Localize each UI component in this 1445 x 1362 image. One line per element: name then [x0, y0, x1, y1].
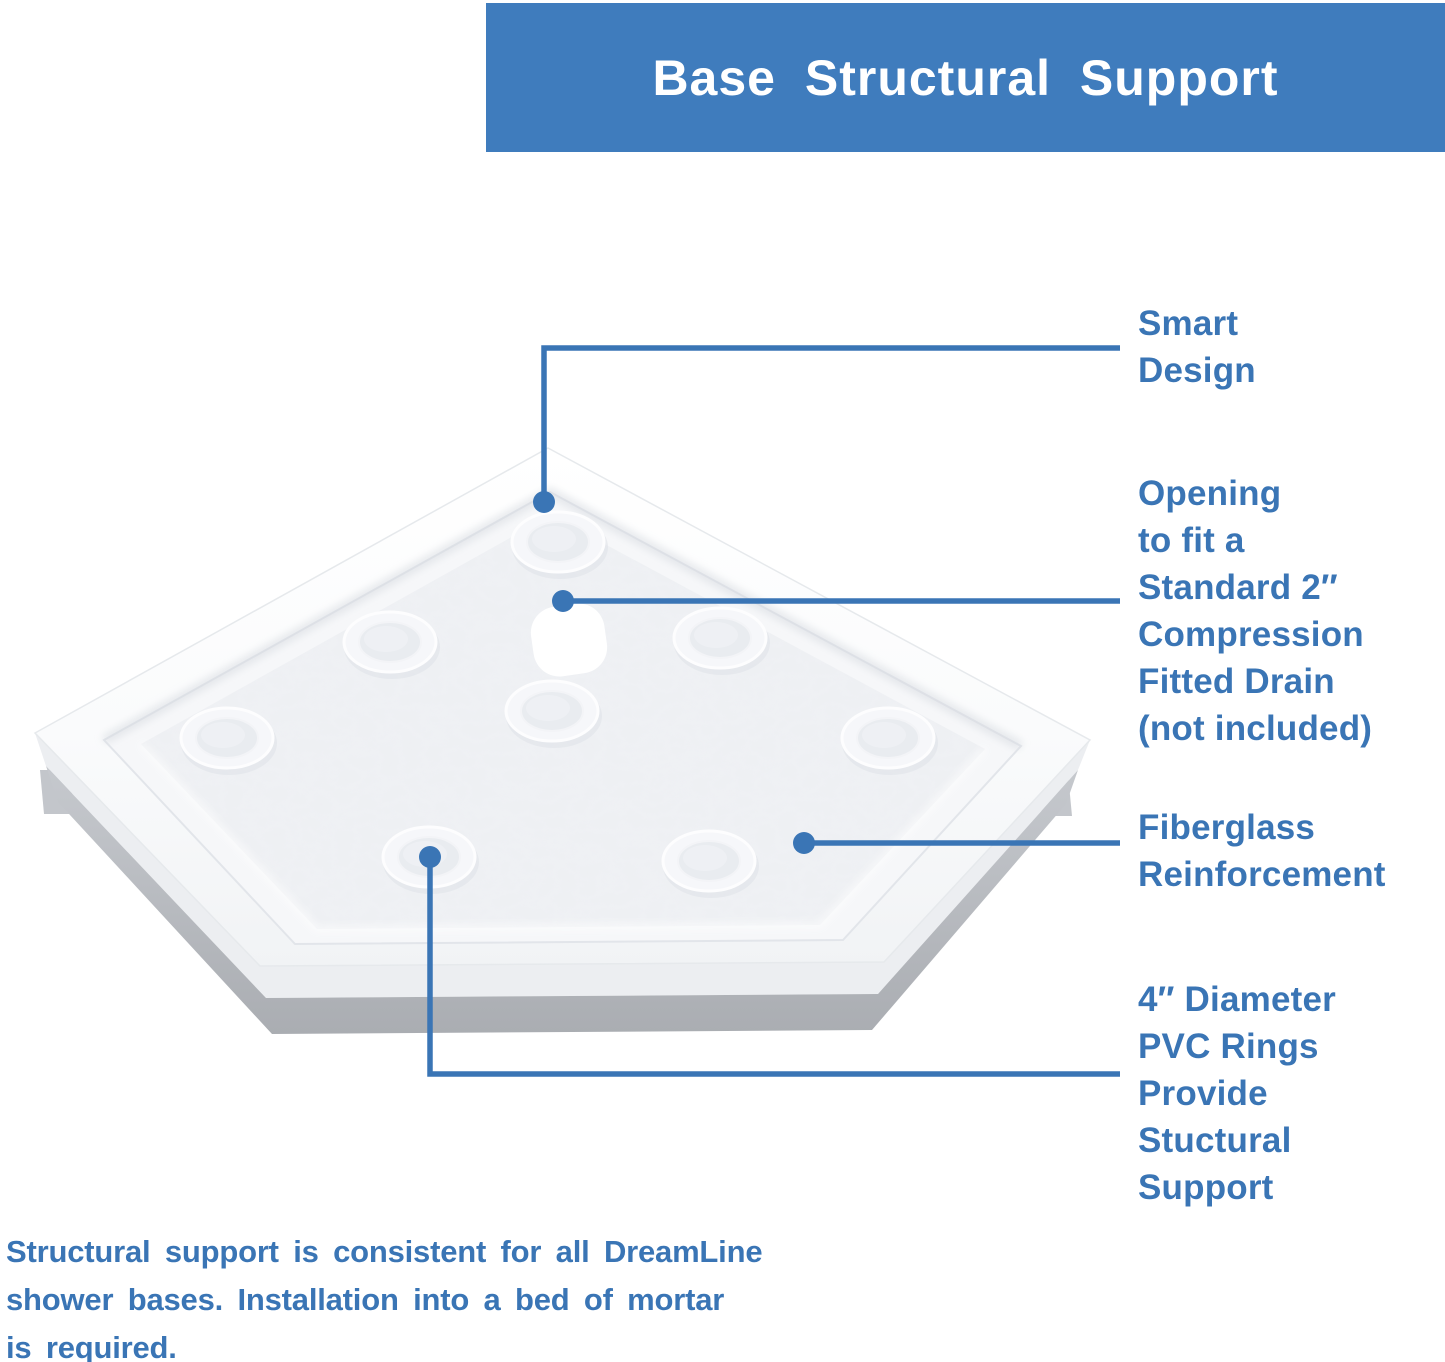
page-title: Base Structural Support [652, 49, 1279, 106]
callout-pvc-rings-label: 4″ Diameter PVC Rings Provide Stuctural … [1138, 976, 1336, 1211]
footer-note: Structural support is consistent for all… [6, 1228, 763, 1362]
label-line: Fitted Drain [1138, 662, 1335, 701]
smart-design-dot [533, 491, 555, 513]
label-line: Compression [1138, 615, 1364, 654]
footer-line: is required. [6, 1330, 177, 1362]
label-line: Stuctural [1138, 1121, 1292, 1160]
callout-dots [419, 491, 815, 868]
label-line: Opening [1138, 474, 1282, 513]
label-line: Reinforcement [1138, 855, 1386, 894]
callout-lines [427, 345, 1120, 1077]
callout-drain-label: Opening to fit a Standard 2″ Compression… [1138, 470, 1372, 752]
label-line: Fiberglass [1138, 808, 1316, 847]
footer-line: Structural support is consistent for all… [6, 1234, 763, 1269]
drain-opening-hole [530, 603, 608, 677]
label-line: 4″ Diameter [1138, 980, 1336, 1019]
label-line: to fit a [1138, 521, 1245, 560]
label-line: Support [1138, 1168, 1274, 1207]
callout-smart-design-label: Smart Design [1138, 300, 1256, 394]
drain-dot [552, 590, 574, 612]
label-line: Standard 2″ [1138, 568, 1338, 607]
label-line: Smart [1138, 304, 1239, 343]
fiberglass-dot [793, 832, 815, 854]
pvc-rings-dot [419, 846, 441, 868]
header-banner: Base Structural Support [486, 3, 1445, 152]
footer-line: shower bases. Installation into a bed of… [6, 1282, 725, 1317]
label-line: Design [1138, 351, 1256, 390]
inner-wall-shadow [101, 486, 1024, 750]
pvc-rings-line [427, 857, 1120, 1077]
label-line: (not included) [1138, 709, 1373, 748]
smart-design-line [541, 345, 1120, 502]
callout-fiberglass-label: Fiberglass Reinforcement [1138, 804, 1386, 898]
label-line: PVC Rings [1138, 1027, 1319, 1066]
label-line: Provide [1138, 1074, 1268, 1113]
